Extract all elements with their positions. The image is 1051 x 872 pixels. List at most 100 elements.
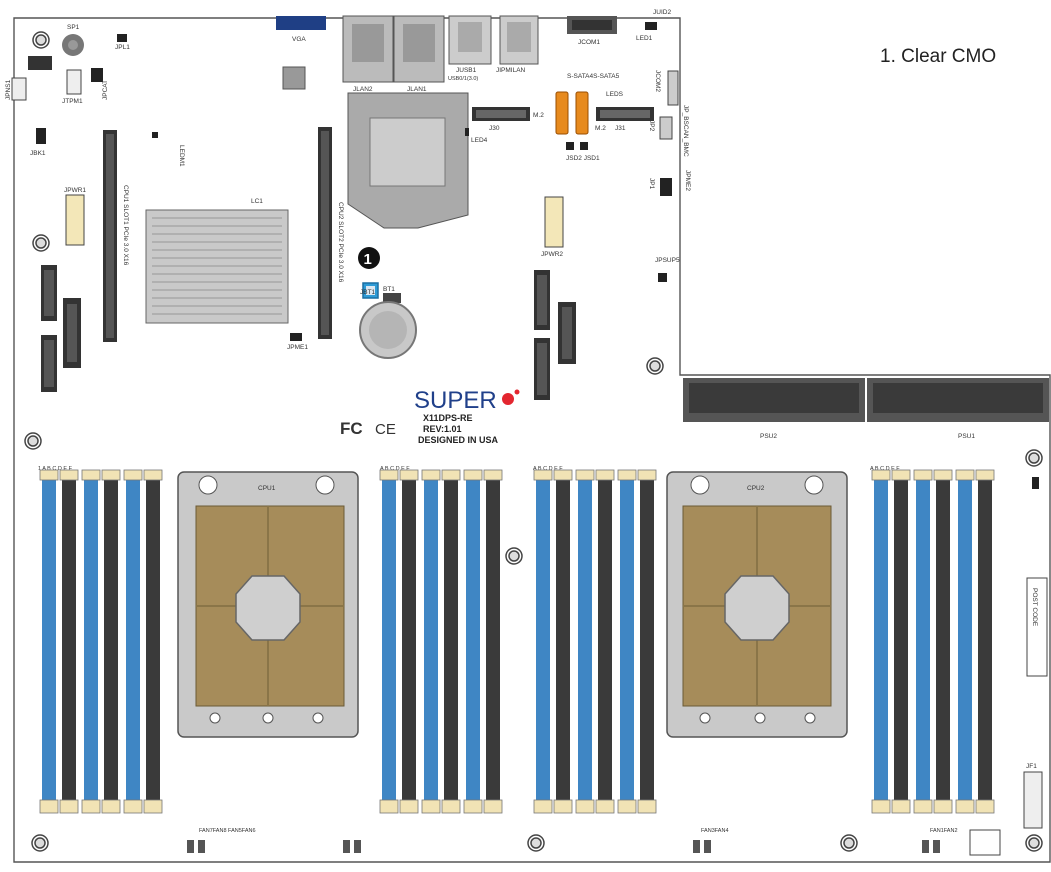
mount-hole (1025, 834, 1043, 852)
svg-text:JPWR1: JPWR1 (64, 187, 86, 194)
svg-text:JBK1: JBK1 (30, 150, 46, 157)
svg-text:PSU1: PSU1 (958, 433, 975, 440)
svg-text:1: 1 (364, 251, 372, 268)
svg-text:JP1: JP1 (648, 178, 655, 190)
module-chip (282, 66, 306, 90)
svg-text:CE: CE (375, 421, 396, 438)
svg-text:CPU2: CPU2 (747, 485, 765, 492)
svg-text:SUPER: SUPER (414, 387, 497, 414)
svg-text:LEDS: LEDS (606, 91, 624, 98)
svg-text:M.2: M.2 (595, 125, 606, 132)
header-right-small (1032, 477, 1039, 489)
svg-text:CPU2 SLOT2 PCIe 3.0 X16: CPU2 SLOT2 PCIe 3.0 X16 (337, 202, 344, 283)
led-ledm1: LEDM1 (152, 132, 185, 167)
svg-text:JUID2: JUID2 (653, 9, 671, 16)
svg-text:JPSUP5: JPSUP5 (655, 257, 680, 264)
svg-text:JUSB1: JUSB1 (456, 67, 477, 74)
svg-text:FC: FC (340, 419, 363, 438)
svg-text:LC1: LC1 (251, 198, 263, 205)
svg-text:JPME1: JPME1 (287, 344, 308, 351)
svg-text:LEDM1: LEDM1 (178, 145, 185, 167)
svg-text:LED1: LED1 (636, 35, 653, 42)
svg-text:USB0/1(3.0): USB0/1(3.0) (448, 76, 478, 82)
header-jpsup5: JPSUP5 (655, 257, 680, 282)
sata-ports-orange: S-SATA4S-SATA5 LEDS (555, 73, 624, 135)
sata-ports-right (534, 270, 576, 400)
svg-text:FAN1FAN2: FAN1FAN2 (930, 828, 958, 834)
led-led4: LED4 (465, 128, 488, 144)
svg-text:JSD2 JSD1: JSD2 JSD1 (566, 155, 600, 162)
jumper-jbt1[interactable]: JBT1 (360, 282, 379, 299)
psu-connector-psu1: PSU1 (867, 378, 1049, 440)
mount-hole (646, 357, 664, 375)
mount-hole (31, 834, 49, 852)
uid-jui: JUID2 LED1 (636, 9, 671, 42)
svg-text:JCOM1: JCOM1 (578, 39, 600, 46)
svg-text:M.2: M.2 (533, 112, 544, 119)
svg-text:A B C D E F: A B C D E F (380, 466, 410, 472)
sata-ports-left (41, 265, 81, 392)
svg-text:JF1: JF1 (1026, 763, 1037, 770)
power-connector-jpwr1: JPWR1 (64, 187, 86, 246)
post-code-display: POST CODE (1026, 577, 1048, 677)
power-connector-jpwr2: JPWR2 (541, 196, 564, 258)
usb-port-jusb1: JUSB1 USB0/1(3.0) (448, 15, 492, 82)
callout-badge: 1 (358, 247, 380, 269)
svg-text:JPWR2: JPWR2 (541, 251, 563, 258)
svg-text:S-SATA4S-SATA5: S-SATA4S-SATA5 (567, 73, 620, 80)
serial-port-jcom1: JCOM1 (567, 16, 617, 46)
svg-text:JLAN2: JLAN2 (353, 86, 373, 93)
svg-text:JBT1: JBT1 (360, 289, 376, 296)
header-jpcat: JPCAT (91, 68, 109, 100)
fan-headers-c: FAN1FAN2 (922, 828, 1001, 856)
svg-text:JPL1: JPL1 (115, 44, 130, 51)
fan-headers-b: FAN3FAN4 (693, 828, 729, 853)
supermicro-logo: SUPER X11DPS-RE REV:1.01 DESIGNED IN USA (414, 387, 520, 445)
pcie-slot-1: CPU1 SLOT1 PCIe 3.0 X16 (103, 130, 129, 342)
svg-text:J31: J31 (615, 125, 626, 132)
fan-headers-a: FAN7FAN8 FAN5FAN6 (187, 828, 361, 853)
lan-port-jipmilan: JIPMILAN (496, 15, 539, 74)
svg-text:CPU1: CPU1 (258, 485, 276, 492)
mount-hole (24, 432, 42, 450)
svg-text:1 A B C D E F: 1 A B C D E F (38, 466, 73, 472)
mount-hole (527, 834, 545, 852)
front-panel-jf1: JF1 (1023, 763, 1043, 829)
mounting-holes (24, 31, 1043, 852)
header-jbk1: JBK1 (30, 128, 46, 157)
speaker-sp1: SP1 (62, 24, 84, 56)
svg-text:POST CODE: POST CODE (1031, 588, 1038, 627)
mount-hole (505, 547, 523, 565)
svg-text:JLAN1: JLAN1 (407, 86, 427, 93)
mount-hole (32, 234, 50, 252)
lan-port-jlan2: JLAN2 (342, 15, 394, 93)
svg-text:CPU1 SLOT1 PCIe 3.0 X16: CPU1 SLOT1 PCIe 3.0 X16 (122, 185, 129, 266)
svg-text:J30: J30 (489, 125, 500, 132)
svg-text:A B C D E F: A B C D E F (870, 466, 900, 472)
svg-text:JPME2: JPME2 (684, 170, 691, 191)
cpu-socket-cpu1: CPU1 (177, 471, 359, 738)
vga-port: VGA (276, 16, 326, 43)
svg-text:SP1: SP1 (67, 24, 80, 31)
svg-text:DESIGNED IN USA: DESIGNED IN USA (418, 435, 499, 445)
svg-text:FAN7FAN8 FAN5FAN6: FAN7FAN8 FAN5FAN6 (199, 828, 256, 834)
svg-text:LED4: LED4 (471, 137, 488, 144)
svg-text:A B C D E F: A B C D E F (533, 466, 563, 472)
header-jpl1: JPL1 (115, 34, 130, 51)
svg-text:X11DPS-RE: X11DPS-RE (423, 413, 473, 423)
dimm-bank-1: 1 A B C D E F (38, 466, 160, 813)
svg-text:BT1: BT1 (383, 286, 395, 293)
mount-hole (1025, 449, 1043, 467)
pcie-slot-2: CPU2 SLOT2 PCIe 3.0 X16 (318, 127, 344, 339)
dimm-bank-4: A B C D E F (870, 466, 992, 813)
svg-text:JP2: JP2 (648, 120, 655, 132)
mount-hole (840, 834, 858, 852)
dimm-bank-3: A B C D E F (533, 466, 654, 813)
dimm-latches (39, 469, 995, 814)
m2-slot-j30: J30 M.2 (472, 107, 544, 132)
svg-text:REV:1.01: REV:1.01 (423, 424, 462, 434)
cpu-socket-cpu2: CPU2 (666, 471, 848, 738)
header-jtpm1: JTPM1 (62, 69, 83, 105)
callout-text: 1. Clear CMO (880, 46, 996, 67)
